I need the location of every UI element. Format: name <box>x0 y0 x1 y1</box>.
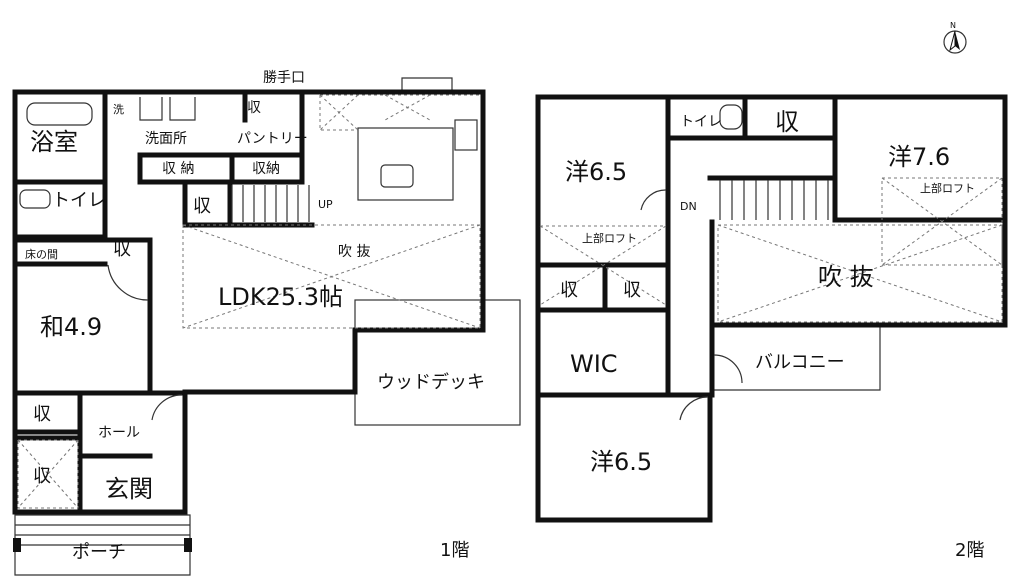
bathtub <box>26 102 93 126</box>
porch-steps <box>14 514 191 576</box>
floor-2-label: 2階 <box>955 540 984 561</box>
storage-a-label: 収 納 <box>162 161 194 177</box>
wic-label: WIC <box>570 350 618 378</box>
void-label: 吹 抜 <box>338 244 370 260</box>
stove <box>454 119 478 151</box>
up-label: UP <box>318 198 333 211</box>
kitchen-cabinets-upper <box>319 94 480 131</box>
bedroom-c-label: 洋7.6 <box>888 143 950 171</box>
entrance-label: 玄関 <box>105 475 153 503</box>
storage-c-label: 収 <box>33 404 51 425</box>
storage-b-label: 収納 <box>252 161 280 177</box>
bath-label: 浴室 <box>30 128 78 156</box>
porch-column <box>184 538 192 552</box>
door-swing <box>640 189 667 211</box>
washitsu-label: 和4.9 <box>40 313 102 341</box>
compass-north-label: N <box>950 21 956 30</box>
tokonoma-label: 床の間 <box>25 247 58 261</box>
storage-b-label: 収 <box>623 280 641 301</box>
floor-1-label: 1階 <box>440 540 469 561</box>
shoe-storage-void <box>17 439 79 509</box>
floor-1-stairs <box>231 185 310 222</box>
bedroom-b-label: 洋6.5 <box>590 448 652 476</box>
pantry-label: パントリー <box>237 131 308 147</box>
storage-d-label: 収 <box>33 466 51 487</box>
pantry-storage-label: 収 <box>247 100 261 116</box>
wood-deck-label: ウッドデッキ <box>377 372 485 393</box>
storage-c-label: 収 <box>775 108 799 136</box>
floor-1-entry-walls <box>12 390 188 515</box>
porch-label: ポーチ <box>72 542 126 563</box>
closet-label: 収 <box>113 239 131 260</box>
toilet-fixture <box>719 104 743 130</box>
balcony-label: バルコニー <box>755 352 845 373</box>
loft-c-label: 上部ロフト <box>920 181 975 195</box>
floor-1-void-outline <box>182 224 481 329</box>
floor-2-plan: 洋6.5 上部ロフト 収 収 WIC 洋6.5 トイレ 収 DN 洋7.6 上部… <box>535 94 1008 561</box>
dn-label: DN <box>680 200 697 213</box>
wood-deck-outline <box>354 299 521 426</box>
floor-1-plan: 勝手口 浴室 洗 洗面所 収 パントリー 収 納 収納 トイレ 収 UP 吹 抜… <box>12 70 521 576</box>
door-swing <box>151 394 183 421</box>
hall-label: ホール <box>98 425 140 441</box>
porch-column <box>13 538 21 552</box>
compass-icon: N <box>943 21 967 54</box>
toilet-fixture <box>19 189 51 209</box>
loft-a-outline <box>539 225 667 306</box>
floor-1-outer-wall <box>12 89 486 515</box>
toilet-label: トイレ <box>52 190 106 211</box>
sink-fixture <box>139 97 196 121</box>
toilet-label: トイレ <box>680 114 722 130</box>
washroom-label: 洗面所 <box>145 131 187 147</box>
back-door-label: 勝手口 <box>263 70 305 86</box>
door-swing <box>713 354 743 384</box>
door-swing <box>107 264 149 301</box>
floor-2-stairs <box>719 180 829 220</box>
kitchen-island <box>357 127 454 201</box>
kitchen-sink <box>380 164 414 188</box>
loft-a-label: 上部ロフト <box>582 231 637 245</box>
stair-storage-label: 収 <box>193 196 211 217</box>
storage-a-label: 収 <box>560 280 578 301</box>
bay-window <box>401 77 453 92</box>
washer-label: 洗 <box>113 103 124 116</box>
loft-c-outline <box>881 177 1003 266</box>
bedroom-a-label: 洋6.5 <box>565 158 627 186</box>
ldk-label: LDK25.3帖 <box>218 283 343 311</box>
floor-2-void-outline <box>717 224 1003 323</box>
door-swing <box>679 396 709 421</box>
void-label: 吹 抜 <box>818 263 874 291</box>
